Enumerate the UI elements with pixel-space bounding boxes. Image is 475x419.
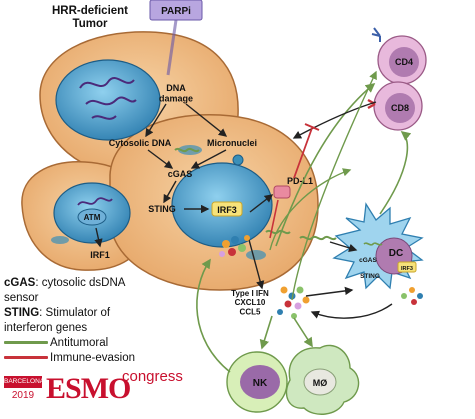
micronucleus-icon (232, 154, 244, 166)
esmo-congress-logo: BARCELONA 2019 ESMO congress (4, 368, 183, 414)
cd8-nucleus (385, 93, 415, 123)
arrow-ifn-to-nk (259, 315, 273, 350)
pdl1-evasion-arrow (269, 199, 279, 239)
arrow-cytosolic-cgas (147, 149, 174, 169)
arrow-ifn-to-dc (305, 286, 354, 297)
arrow-ifn-to-tcells (275, 82, 376, 247)
dc-label: DC (389, 248, 403, 259)
dna-fragment-icon (174, 147, 200, 153)
tcr-receptor-icon (371, 27, 381, 42)
dc-irf3-label: IRF3 (401, 266, 413, 272)
macrophage-label: MØ (313, 378, 328, 388)
arrow-micronuclei-cgas (190, 149, 227, 169)
nk-nucleus (240, 365, 280, 399)
logo-year: 2019 (11, 390, 35, 401)
arrow-damage-cytosolic (145, 103, 167, 138)
dna-fragment-icon (299, 235, 337, 241)
chromatin-icon (79, 77, 137, 120)
cd4-nucleus (389, 47, 419, 77)
arrow-tcells-to-tumor (292, 101, 377, 139)
legend-cgas: cGAS: cytosolic dsDNA sensor (4, 276, 204, 306)
arrow-irf3-ifn (247, 235, 265, 290)
cd8-label: CD8 (391, 103, 409, 113)
arrow-ifn-upward (269, 168, 352, 251)
arrow-cgas-sting (163, 180, 177, 204)
arrow-nk-to-tumor (196, 258, 231, 373)
arrow-irf1-pdl1 (249, 194, 274, 213)
immune-evasion-swatch (4, 356, 48, 360)
arrow-green-long (291, 70, 377, 301)
irf3-label: IRF3 (217, 205, 237, 215)
cgas-label: cGAS (168, 169, 193, 179)
legend-sting-term: STING (4, 307, 40, 319)
legend-cgas-desc: : cytosolic dsDNA sensor (4, 277, 126, 304)
cd4-label: CD4 (395, 57, 413, 67)
organelle-icon (51, 236, 69, 244)
logo-suffix: congress (122, 368, 183, 385)
macrophage-nucleus (303, 368, 337, 396)
pdl1-inhibition-bar (304, 123, 320, 131)
pdl1-receptor-icon (273, 185, 291, 199)
dc-irf3-box (397, 261, 417, 273)
logo-city: BARCELONA (4, 376, 44, 388)
logo-name: ESMO (46, 372, 131, 405)
parpi-arrow (166, 19, 178, 76)
nk-label: NK (253, 378, 268, 389)
legend: cGAS: cytosolic dsDNA sensor STING: Stim… (4, 276, 204, 366)
arrow-atm-irf1 (94, 227, 103, 248)
arrow-dc-to-tcells (379, 130, 412, 215)
organelle-icon (246, 250, 266, 260)
arrow-damage-micronuclei (185, 103, 228, 137)
micronuclei-label: Micronuclei (207, 138, 257, 148)
antitumoral-swatch (4, 341, 48, 345)
cytosolic-dna-label: Cytosolic DNA (109, 138, 172, 148)
legend-immune-evasion-label: Immune-evasion (50, 352, 136, 364)
legend-sting: STING: Stimulator of interferon genes (4, 306, 204, 336)
dc-cytokine-dots-icon (401, 287, 423, 305)
nucleus-back (55, 59, 161, 141)
dc-cgas-label: cGAS (359, 257, 377, 264)
legend-immune-evasion: Immune-evasion (4, 351, 204, 366)
atm-box (77, 208, 107, 226)
atm-label: ATM (84, 213, 101, 222)
legend-antitumoral-label: Antitumoral (50, 337, 109, 349)
dc-dna-icon (363, 242, 383, 246)
cytokine-vesicle-icon (219, 235, 250, 257)
pdl1-inhibition-line (293, 127, 313, 179)
legend-sting-desc: : Stimulator of interferon genes (4, 307, 111, 334)
irf1-label: IRF1 (90, 250, 110, 260)
parpi-label: PARPi (161, 6, 191, 17)
arrow-dc-to-ifn (310, 303, 393, 319)
legend-cgas-term: cGAS (4, 277, 36, 289)
arrow-dna-to-dc (329, 241, 358, 252)
dc-sting-label: STING (360, 273, 380, 280)
sting-label: STING (148, 204, 176, 214)
dna-fragment-icon (265, 229, 291, 235)
legend-antitumoral: Antitumoral (4, 336, 204, 351)
pdl1-label: PD-L1 (287, 176, 313, 186)
irf3-box (211, 201, 243, 217)
arrow-ifn-to-macrophage (293, 317, 313, 348)
